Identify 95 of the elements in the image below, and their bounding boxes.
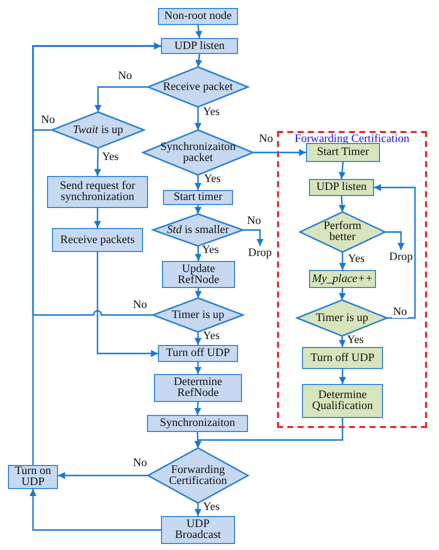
- end-label: Drop: [386, 250, 416, 263]
- group-title: Forwarding Certification: [294, 133, 410, 146]
- arrow: [194, 107, 202, 130]
- node-label: Update RefNode: [176, 264, 220, 286]
- edge-label: No: [40, 115, 56, 126]
- process-box: [52, 228, 143, 252]
- process-box: [161, 38, 238, 54]
- node-label: Turn off UDP: [165, 348, 231, 359]
- node-label: Timer is up: [170, 310, 226, 320]
- arrow: [243, 229, 264, 246]
- node-label: Receive packet: [162, 82, 234, 92]
- process-box: [8, 465, 58, 489]
- arrow: [194, 175, 202, 190]
- arrow: [96, 252, 158, 357]
- arrow: [32, 42, 161, 465]
- process-box: [47, 176, 148, 208]
- arrow: [194, 503, 202, 516]
- arrow: [338, 196, 346, 212]
- arrow: [194, 288, 202, 298]
- arrow: [194, 418, 344, 448]
- node-label: Perform better: [322, 221, 362, 243]
- process-box: [302, 384, 383, 418]
- process-box: [309, 179, 374, 196]
- arrow: [30, 489, 161, 531]
- arrow: [374, 184, 416, 319]
- arrow: [338, 162, 346, 180]
- arrow: [194, 362, 202, 374]
- edge-label: No: [392, 307, 408, 318]
- node-label: UDP Broadcast: [174, 519, 222, 541]
- node-label: Synchronizaiton: [158, 418, 236, 429]
- edge-label: Yes: [346, 335, 365, 346]
- node-label: Determine RefNode: [172, 377, 224, 399]
- node-label: UDP listen: [315, 182, 368, 193]
- node-label: My_place++: [311, 274, 374, 284]
- arrow: [58, 472, 148, 479]
- process-box: [147, 415, 248, 432]
- decision-diamond: [148, 448, 248, 503]
- node-label: Send request for synchronization: [58, 181, 136, 203]
- process-box: [161, 516, 235, 544]
- node-label: Receive packets: [59, 234, 136, 246]
- edge-label: Yes: [202, 502, 221, 513]
- node-label: Determine Qualification: [311, 390, 374, 412]
- arrow: [194, 402, 202, 416]
- arrow: [94, 208, 101, 228]
- node-label: Twait is up: [72, 124, 124, 136]
- process-box: [306, 143, 380, 162]
- end-label: Drop: [246, 246, 274, 259]
- node-label: Turn off UDP: [310, 352, 376, 364]
- decision-diamond: [153, 298, 243, 332]
- arrow: [194, 205, 202, 214]
- node-label: Forwarding Certification: [168, 464, 228, 486]
- arrow: [385, 231, 404, 250]
- decision-diamond: [148, 67, 248, 107]
- arrow: [194, 332, 202, 345]
- edge-label: Yes: [203, 174, 222, 185]
- edge-label: Yes: [201, 245, 220, 256]
- edge-label: No: [246, 216, 262, 227]
- node-label: Start Timer: [316, 147, 370, 158]
- node-label: UDP listen: [173, 40, 226, 52]
- process-box: [302, 347, 383, 369]
- node-label: Start timer: [172, 192, 224, 203]
- arrow: [253, 149, 306, 156]
- edge-label: Yes: [101, 152, 120, 163]
- process-box: [309, 270, 376, 288]
- edge-label: Yes: [347, 254, 366, 265]
- arrow: [195, 24, 202, 38]
- edge-label: No: [258, 134, 274, 145]
- edge-label: No: [132, 300, 148, 311]
- node-label: Synchronizaiton packet: [159, 142, 237, 164]
- node-label: Turn on UDP: [14, 466, 52, 488]
- edge-label: Yes: [202, 331, 221, 342]
- process-box: [162, 261, 235, 288]
- edge-label: Yes: [202, 107, 221, 118]
- arrow: [94, 86, 148, 112]
- node-label: Timer is up: [314, 312, 370, 324]
- arrow: [338, 288, 346, 300]
- node-label: Non-root node: [163, 11, 233, 22]
- process-box: [158, 345, 238, 362]
- process-box: [163, 190, 233, 205]
- arrow: [339, 252, 346, 270]
- arrow: [195, 54, 202, 68]
- arrow: [94, 148, 102, 176]
- arrow: [338, 336, 346, 348]
- arrow: [339, 369, 346, 384]
- process-box: [158, 8, 238, 25]
- edge-label: No: [132, 458, 148, 469]
- dashed-group-frame: [277, 131, 427, 428]
- process-box: [154, 374, 242, 402]
- node-label: Std is smaller: [166, 224, 230, 236]
- arrow: [194, 246, 202, 262]
- edge-label: No: [117, 71, 134, 82]
- decision-diamond: [143, 130, 253, 175]
- decision-diamond: [153, 214, 243, 246]
- decision-diamond: [300, 212, 385, 252]
- decision-diamond: [297, 300, 387, 336]
